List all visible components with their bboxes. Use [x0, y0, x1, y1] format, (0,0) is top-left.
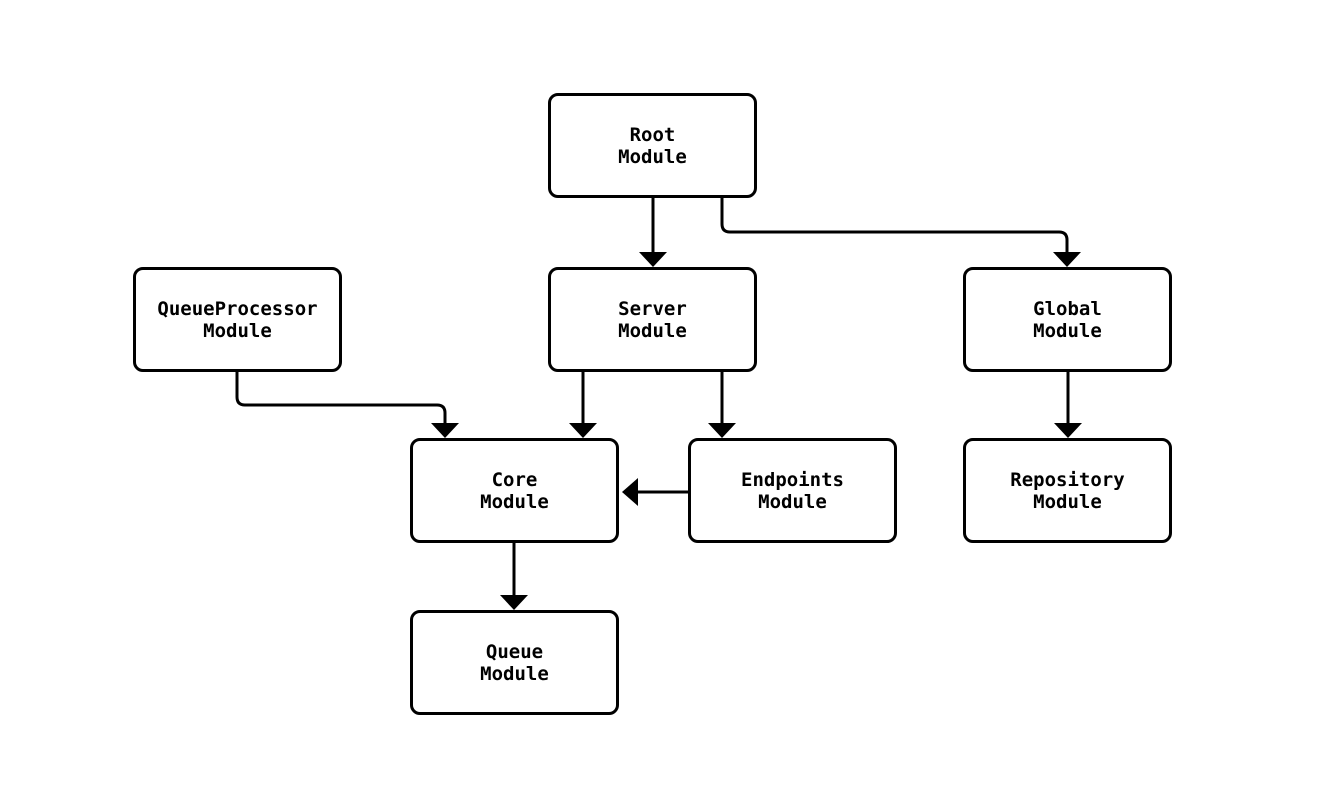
arrowhead-down-icon — [1054, 423, 1082, 438]
edge-core-to-queue — [500, 543, 528, 610]
arrowhead-left-icon — [622, 478, 638, 506]
edge-root-to-global-line — [720, 198, 1069, 253]
edge-root-to-global — [720, 198, 1081, 267]
node-core-module: Core Module — [410, 438, 619, 543]
arrowhead-down-icon — [569, 423, 597, 438]
node-global-module: Global Module — [963, 267, 1172, 372]
edge-server-to-core — [569, 372, 597, 438]
arrowhead-down-icon — [708, 423, 736, 438]
node-queue-module: Queue Module — [410, 610, 619, 715]
edge-endpoints-to-core — [622, 478, 688, 506]
node-server-module: Server Module — [548, 267, 757, 372]
edge-root-to-server — [639, 198, 667, 267]
edge-queueprocessor-to-core — [235, 372, 459, 438]
arrowhead-down-icon — [500, 595, 528, 610]
arrowhead-down-icon — [639, 252, 667, 267]
arrowhead-down-icon — [1053, 252, 1081, 267]
arrowhead-down-icon — [431, 423, 459, 438]
node-queueprocessor-module: QueueProcessor Module — [133, 267, 342, 372]
node-endpoints-module: Endpoints Module — [688, 438, 897, 543]
edge-global-to-repository — [1054, 372, 1082, 438]
node-root-module: Root Module — [548, 93, 757, 198]
edge-queueprocessor-to-core-line — [235, 372, 447, 424]
node-repository-module: Repository Module — [963, 438, 1172, 543]
edge-server-to-endpoints — [708, 372, 736, 438]
